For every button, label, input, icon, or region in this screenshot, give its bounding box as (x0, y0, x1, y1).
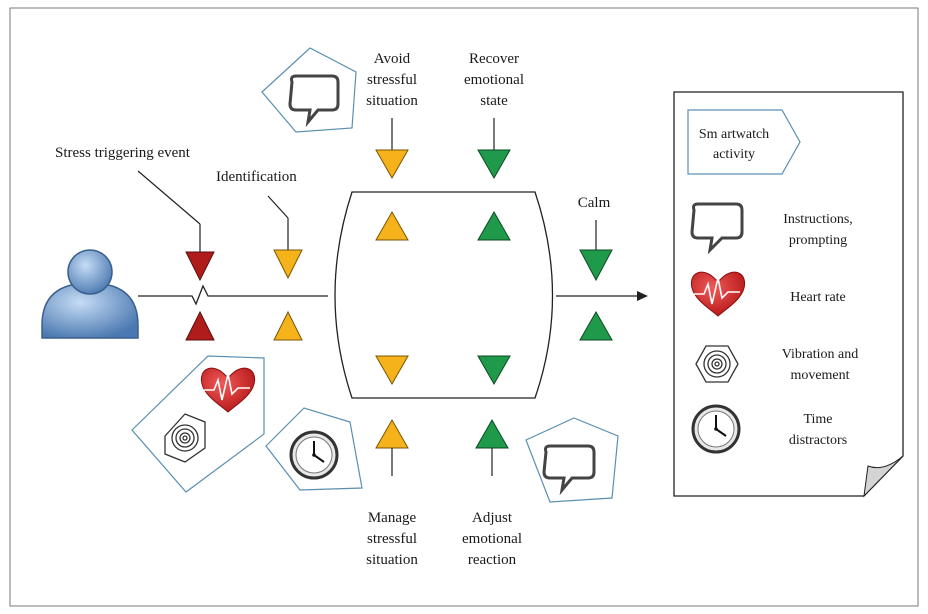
clock-frame-bottom (265, 407, 363, 491)
legend-heart-rate-icon (690, 271, 746, 317)
legend-item-heart-rate: Heart rate (790, 290, 846, 305)
label-manage-line1: Manage (368, 510, 417, 526)
legend-clock-icon (691, 404, 741, 454)
label-adjust-line3: reaction (468, 552, 517, 568)
legend-item-time-line1: Time (803, 412, 832, 427)
yellow-triangle-down-avoid (375, 149, 409, 180)
label-recover: Recover emotional state (464, 51, 524, 109)
label-stress-triggering-event: Stress triggering event (55, 145, 191, 161)
speech-bubble-frame-bottom (525, 417, 619, 503)
label-adjust: Adjust emotional reaction (462, 510, 522, 568)
red-triangle-down (185, 251, 215, 282)
speech-bubble-icon (542, 444, 596, 496)
legend-header-line1: Sm artwatch (699, 127, 769, 142)
main-timeline (138, 284, 640, 306)
green-triangle-down-inner (477, 355, 511, 386)
legend-item-instructions-line1: Instructions, (783, 212, 853, 227)
label-recover-line3: state (480, 93, 508, 109)
label-avoid-line2: stressful (367, 72, 417, 88)
legend-vibration-icon (695, 345, 739, 383)
label-avoid: Avoid stressful situation (366, 51, 418, 109)
outer-frame (9, 7, 919, 607)
green-triangle-down-calm (579, 249, 613, 282)
label-avoid-line3: situation (366, 93, 418, 109)
label-manage-line2: stressful (367, 531, 417, 547)
label-avoid-line1: Avoid (374, 51, 411, 67)
green-triangle-up-calm (579, 310, 613, 341)
green-triangle-up-recover (477, 210, 511, 241)
yellow-triangle-down-identification (273, 249, 303, 280)
heart-vibration-frame (131, 355, 265, 493)
vibration-icon (164, 413, 206, 463)
green-triangle-down-recover (477, 149, 511, 180)
legend-panel: Sm artwatch activity Instructions, promp… (673, 91, 904, 498)
timeline-arrowhead (637, 291, 648, 301)
label-recover-line1: Recover (469, 51, 519, 67)
barrel-shape (334, 191, 554, 399)
legend-speech-bubble-icon (690, 202, 744, 255)
pointer-identification (267, 195, 289, 219)
label-identification: Identification (216, 169, 297, 185)
label-calm: Calm (578, 195, 611, 211)
heart-rate-icon (200, 367, 256, 413)
label-adjust-line2: emotional (462, 531, 522, 547)
legend-item-vibration-line1: Vibration and (782, 347, 859, 362)
label-adjust-line1: Adjust (472, 510, 513, 526)
clock-icon (289, 430, 339, 480)
speech-bubble-frame-top (261, 47, 357, 133)
green-triangle-up-adjust (475, 418, 509, 449)
label-recover-line2: emotional (464, 72, 524, 88)
yellow-triangle-up-manage (375, 418, 409, 449)
speech-bubble-icon (288, 74, 340, 128)
legend-item-vibration-line2: movement (790, 368, 849, 383)
pointer-stress (137, 170, 201, 225)
person-icon (41, 249, 139, 339)
red-triangle-up (185, 310, 215, 341)
yellow-triangle-up-identification (273, 310, 303, 341)
label-manage-line3: situation (366, 552, 418, 568)
legend-header-shape (687, 109, 801, 175)
legend-header-line2: activity (713, 147, 755, 162)
yellow-triangle-up-avoid (375, 210, 409, 241)
label-manage: Manage stressful situation (366, 510, 418, 568)
yellow-triangle-down-inner (375, 355, 409, 386)
legend-item-time-line2: distractors (789, 433, 847, 448)
legend-item-instructions-line2: prompting (789, 233, 847, 248)
